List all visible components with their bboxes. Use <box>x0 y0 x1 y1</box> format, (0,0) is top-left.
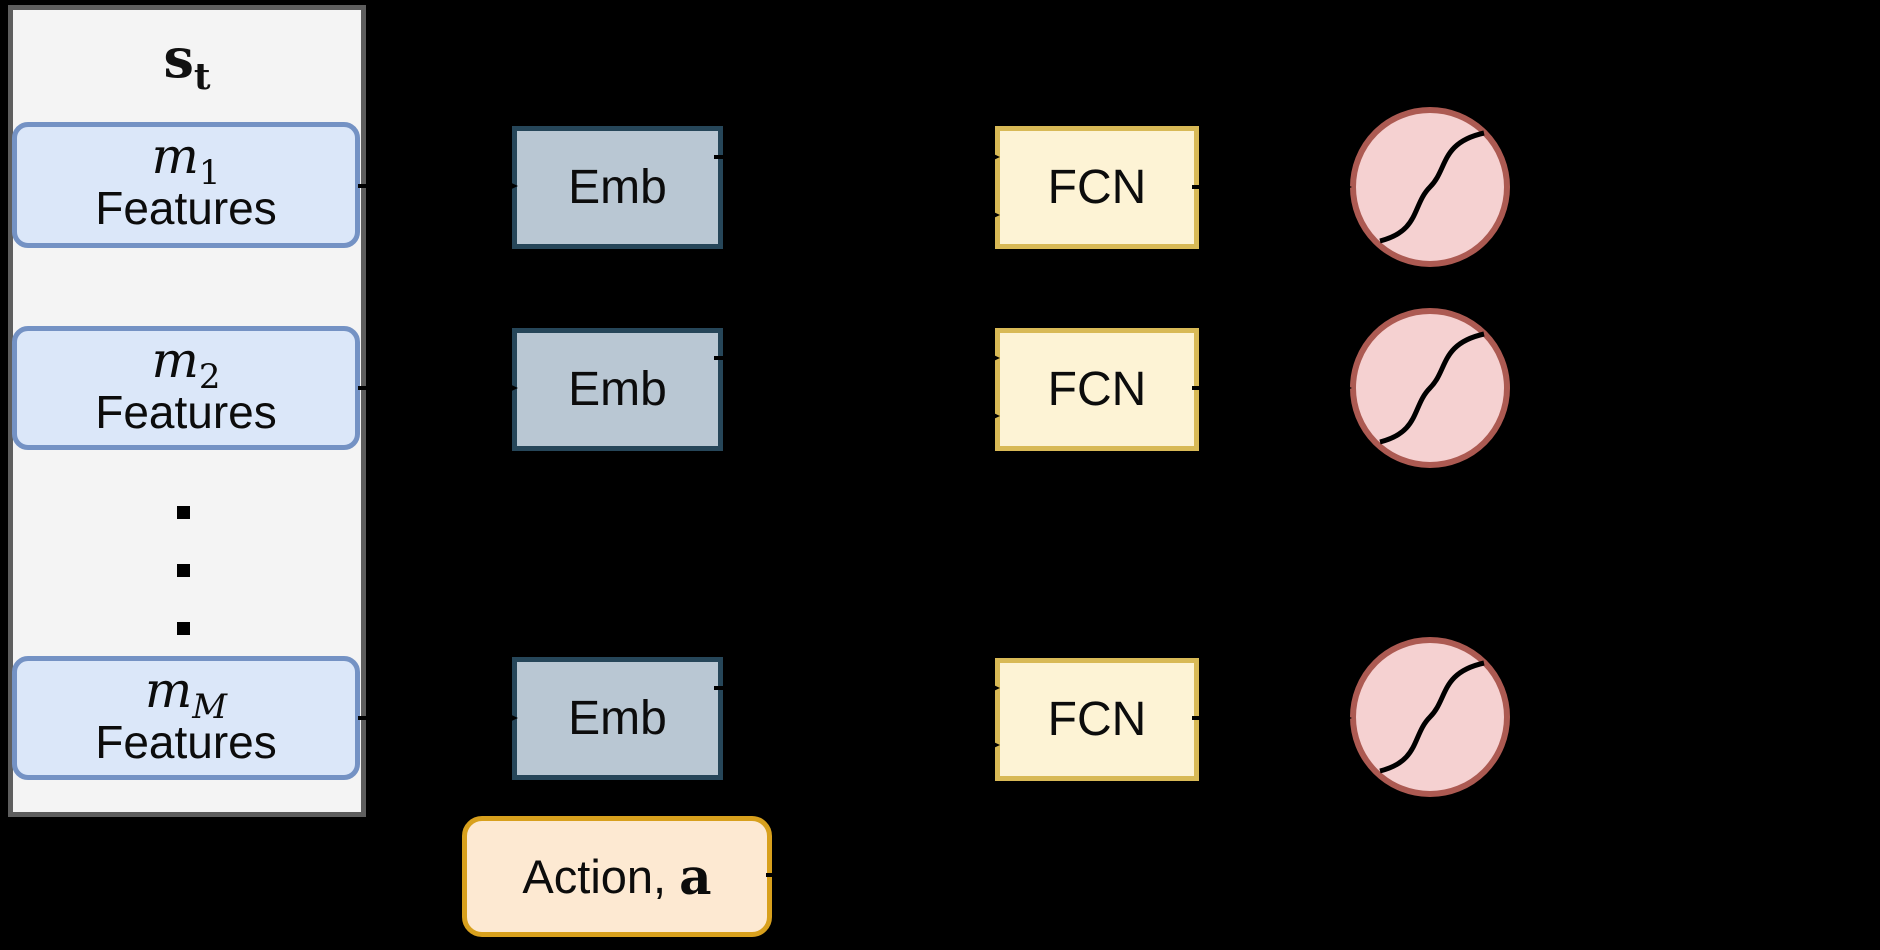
state-label: st <box>8 26 366 95</box>
fcn-box-1: FCN <box>995 126 1199 249</box>
state-symbol: s <box>163 26 194 90</box>
ellipsis-dot <box>177 506 190 519</box>
embedding-box-3: Emb <box>512 657 723 780</box>
feature-mM-symbol: mM <box>144 661 228 727</box>
feature-box-m2: m2 Features <box>12 326 360 450</box>
embedding-box-1-label: Emb <box>568 161 667 214</box>
feature-box-m1: m1 Features <box>12 122 360 248</box>
sigmoid-activation-node-3 <box>1350 637 1510 797</box>
action-box: Action, a <box>462 816 772 937</box>
feature-m1-symbol: m1 <box>151 127 221 193</box>
ellipsis-dot <box>177 622 190 635</box>
embedding-box-3-label: Emb <box>568 692 667 745</box>
sigmoid-curve-icon <box>1379 331 1485 445</box>
embedding-box-1: Emb <box>512 126 723 249</box>
feature-m2-label: Features <box>95 386 277 438</box>
fcn-box-3-label: FCN <box>1047 693 1147 746</box>
sigmoid-curve-icon <box>1379 130 1485 244</box>
state-subscript: t <box>193 55 211 98</box>
action-label: Action, <box>522 850 680 903</box>
action-symbol: a <box>679 847 712 906</box>
feature-box-mM: mM Features <box>12 656 360 780</box>
fcn-box-3: FCN <box>995 658 1199 781</box>
embedding-box-2: Emb <box>512 328 723 451</box>
fcn-box-2-label: FCN <box>1047 363 1147 416</box>
fcn-box-1-label: FCN <box>1047 161 1147 214</box>
embedding-box-2-label: Emb <box>568 363 667 416</box>
feature-mM-label: Features <box>95 716 277 768</box>
ellipsis-dot <box>177 564 190 577</box>
feature-m1-label: Features <box>95 182 277 234</box>
fcn-box-2: FCN <box>995 328 1199 451</box>
sigmoid-curve-icon <box>1379 660 1485 774</box>
sigmoid-activation-node-2 <box>1350 308 1510 468</box>
feature-m2-symbol: m2 <box>151 331 221 397</box>
sigmoid-activation-node-1 <box>1350 107 1510 267</box>
